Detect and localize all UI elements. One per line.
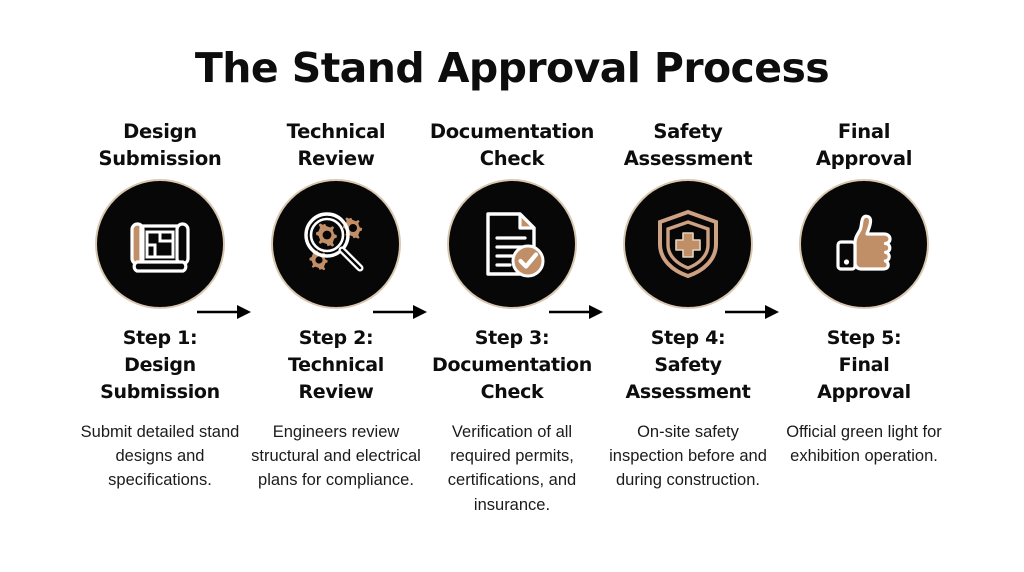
step-icon-circle (271, 179, 401, 309)
step-icon-circle-wrap (447, 179, 603, 319)
step-heading: Documentation Check (429, 120, 595, 170)
arrow-step-2-to-3 (373, 305, 427, 319)
shield-cross-icon (650, 206, 726, 282)
step-heading: Technical Review (286, 120, 386, 170)
step-icon-circle-wrap (799, 179, 929, 309)
arrow-step-4-to-5 (725, 305, 779, 319)
arrow-step-1-to-2 (197, 305, 251, 319)
document-check-icon (474, 206, 550, 282)
step-description: Official green light for exhibition oper… (786, 422, 942, 466)
step-description: Submit detailed stand designs and specif… (80, 422, 240, 490)
step-icon-circle (623, 179, 753, 309)
thumbs-up-icon (827, 207, 901, 281)
step-label: Step 3: Documentation Check (431, 327, 592, 403)
step-description: Engineers review structural and electric… (251, 422, 421, 490)
arrow-step-3-to-4 (549, 305, 603, 319)
process-step-1: Design Submission (72, 119, 251, 493)
step-icon-circle-wrap (271, 179, 427, 319)
process-step-3: Documentation Check (424, 119, 603, 517)
step-description: Verification of all required permits, ce… (447, 422, 577, 514)
process-step-2: Technical Review (248, 119, 427, 493)
step-icon-circle-wrap (95, 179, 251, 319)
step-label: Step 1: Design Submission (100, 327, 220, 403)
process-step-5: Final Approval Step 5: Final Approval (776, 119, 952, 468)
step-description: On-site safety inspection before and dur… (609, 422, 767, 490)
page-title: The Stand Approval Process (194, 44, 830, 92)
step-heading: Safety Assessment (623, 120, 753, 170)
process-step-4: Safety Assessment (600, 119, 779, 493)
step-icon-circle-wrap (623, 179, 779, 319)
process-steps-row: Design Submission (0, 119, 1024, 517)
step-icon-circle (95, 179, 225, 309)
step-heading: Final Approval (815, 120, 913, 170)
step-label: Step 4: Safety Assessment (625, 327, 751, 403)
step-heading: Design Submission (98, 120, 222, 170)
step-label: Step 5: Final Approval (817, 327, 911, 403)
magnifier-gears-icon (296, 204, 376, 284)
blueprint-icon (121, 205, 199, 283)
step-icon-circle (799, 179, 929, 309)
step-icon-circle (447, 179, 577, 309)
step-label: Step 2: Technical Review (287, 327, 385, 403)
